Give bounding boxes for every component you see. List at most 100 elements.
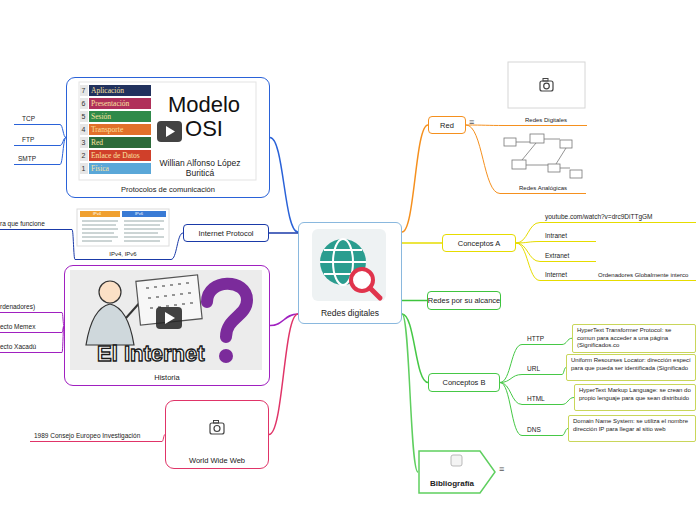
screen-panel (136, 275, 202, 325)
screen-dots (146, 283, 193, 308)
connector (500, 345, 522, 383)
description-box: Domain Name System: se utiliza el nombre… (568, 415, 696, 442)
node-text: Internet Protocol (198, 229, 253, 238)
image-label: 2 (82, 152, 86, 159)
image-frame (79, 82, 256, 180)
connector (270, 314, 298, 326)
node-text: Ordenadores Globalmente interco (594, 272, 696, 281)
node-text: Conceptos A (458, 239, 501, 248)
file-icon (451, 455, 462, 466)
description-box: Uniform Resourses Locator: dirección esp… (566, 354, 696, 381)
subtopic-line: ecto Xacadú (0, 338, 62, 353)
device-sketch (512, 160, 526, 169)
layer-bar (89, 124, 151, 135)
subtopic-line: 1989 Consejo Europeo Investigación (30, 427, 162, 442)
node-text: HyperText Transformer Protocol: se comun… (577, 327, 691, 350)
node-text: Internet (540, 271, 594, 281)
node-text: URL (522, 365, 562, 375)
subtopic-line: Internet (540, 265, 594, 281)
node-text: 1989 Consejo Europeo Investigación (30, 432, 162, 442)
layer-bar (89, 98, 151, 109)
subtopic-line: ra que funcione (0, 214, 72, 230)
image-label: Red (91, 139, 103, 147)
image-label: Willian Alfonso López Buriticá (148, 158, 252, 178)
image-label: IPv4 (93, 212, 101, 216)
subtopic-line: Ordenadores Globalmente interco (594, 265, 696, 281)
connector (500, 375, 522, 383)
connector (562, 338, 572, 344)
subtopic-line: HTML (522, 389, 562, 405)
image-label: ≡ (469, 118, 474, 127)
banner-outline (419, 451, 495, 493)
topic-box: Red (428, 116, 466, 134)
image-label: Sesión (91, 113, 111, 121)
table-header (122, 211, 166, 217)
connector (516, 242, 540, 244)
connector (270, 138, 298, 233)
connector (516, 223, 540, 244)
image-label: IPv6 (135, 212, 143, 216)
node-text: HyperText Markup Language: se crean do p… (579, 387, 691, 402)
node-text: Redes Digitales (505, 117, 587, 126)
subtopic-line: Extranet (540, 246, 596, 262)
osi-image (79, 82, 256, 180)
subtopic-line: youtube.com/watch?v=drc9DiTTgGM (540, 207, 696, 223)
connector (402, 125, 428, 232)
image-label: Aplicación (91, 87, 124, 95)
connector (402, 314, 418, 472)
person-arm (126, 300, 142, 318)
image-topic-box: World Wide Web (165, 400, 269, 469)
connector (500, 383, 522, 405)
node-text: Redes Analógicas (500, 185, 586, 194)
connector (500, 383, 522, 436)
node-text: TCP (14, 115, 60, 125)
image-label: Modelo OSI (156, 93, 252, 141)
layer-number-box (80, 163, 88, 174)
node-text: FTP (14, 136, 60, 146)
device-sketch (530, 134, 544, 143)
play-triangle (166, 126, 175, 137)
image-label: Transporte (91, 126, 123, 134)
image-label: Física (91, 165, 109, 173)
banner-topic: Bibliografía (418, 450, 496, 494)
topic-box: Redes por su alcance (427, 291, 501, 310)
connector (269, 232, 298, 234)
image-label: 5 (82, 113, 86, 120)
subtopic-line: URL (522, 359, 562, 375)
image-topic: Redes Digitales (505, 60, 587, 126)
subtopic-line: HTTP (522, 329, 562, 345)
image-topic-box: Historia (64, 265, 270, 386)
image-topic: IPv4, IPv6 (75, 207, 171, 260)
connector (402, 242, 442, 244)
device-sketch (570, 170, 582, 178)
node-text: HTML (522, 395, 562, 405)
globe-icon (312, 229, 386, 301)
camera-icon (540, 81, 553, 91)
globe-parallel (324, 249, 362, 251)
layer-number-box (80, 137, 88, 148)
image-frame (508, 62, 585, 108)
topic-box: Conceptos B (428, 373, 500, 392)
node-text: Redes por su alcance (428, 296, 501, 305)
image-label: El Internet (97, 343, 205, 365)
device-sketch (504, 138, 516, 146)
layer-number-box (80, 111, 88, 122)
description-box: HyperText Transformer Protocol: se comun… (572, 324, 696, 353)
history-image (70, 270, 262, 370)
image-frame (77, 209, 169, 246)
node-text: Uniform Resourses Locator: dirección esp… (571, 357, 691, 372)
description-box: HyperText Markup Language: se crean do p… (574, 384, 696, 411)
camera-icon (210, 421, 224, 435)
subtopic-line: SMTP (14, 150, 60, 165)
magnifier-handle (370, 288, 380, 298)
camera-icon (544, 83, 550, 89)
camera-icon (214, 426, 220, 432)
image-label: 6 (82, 100, 86, 107)
file-icon (451, 455, 462, 466)
node-text: rdenadores) (0, 303, 62, 313)
play-triangle (165, 312, 175, 324)
ip-image (77, 209, 169, 246)
topic-box: Conceptos A (442, 234, 516, 252)
